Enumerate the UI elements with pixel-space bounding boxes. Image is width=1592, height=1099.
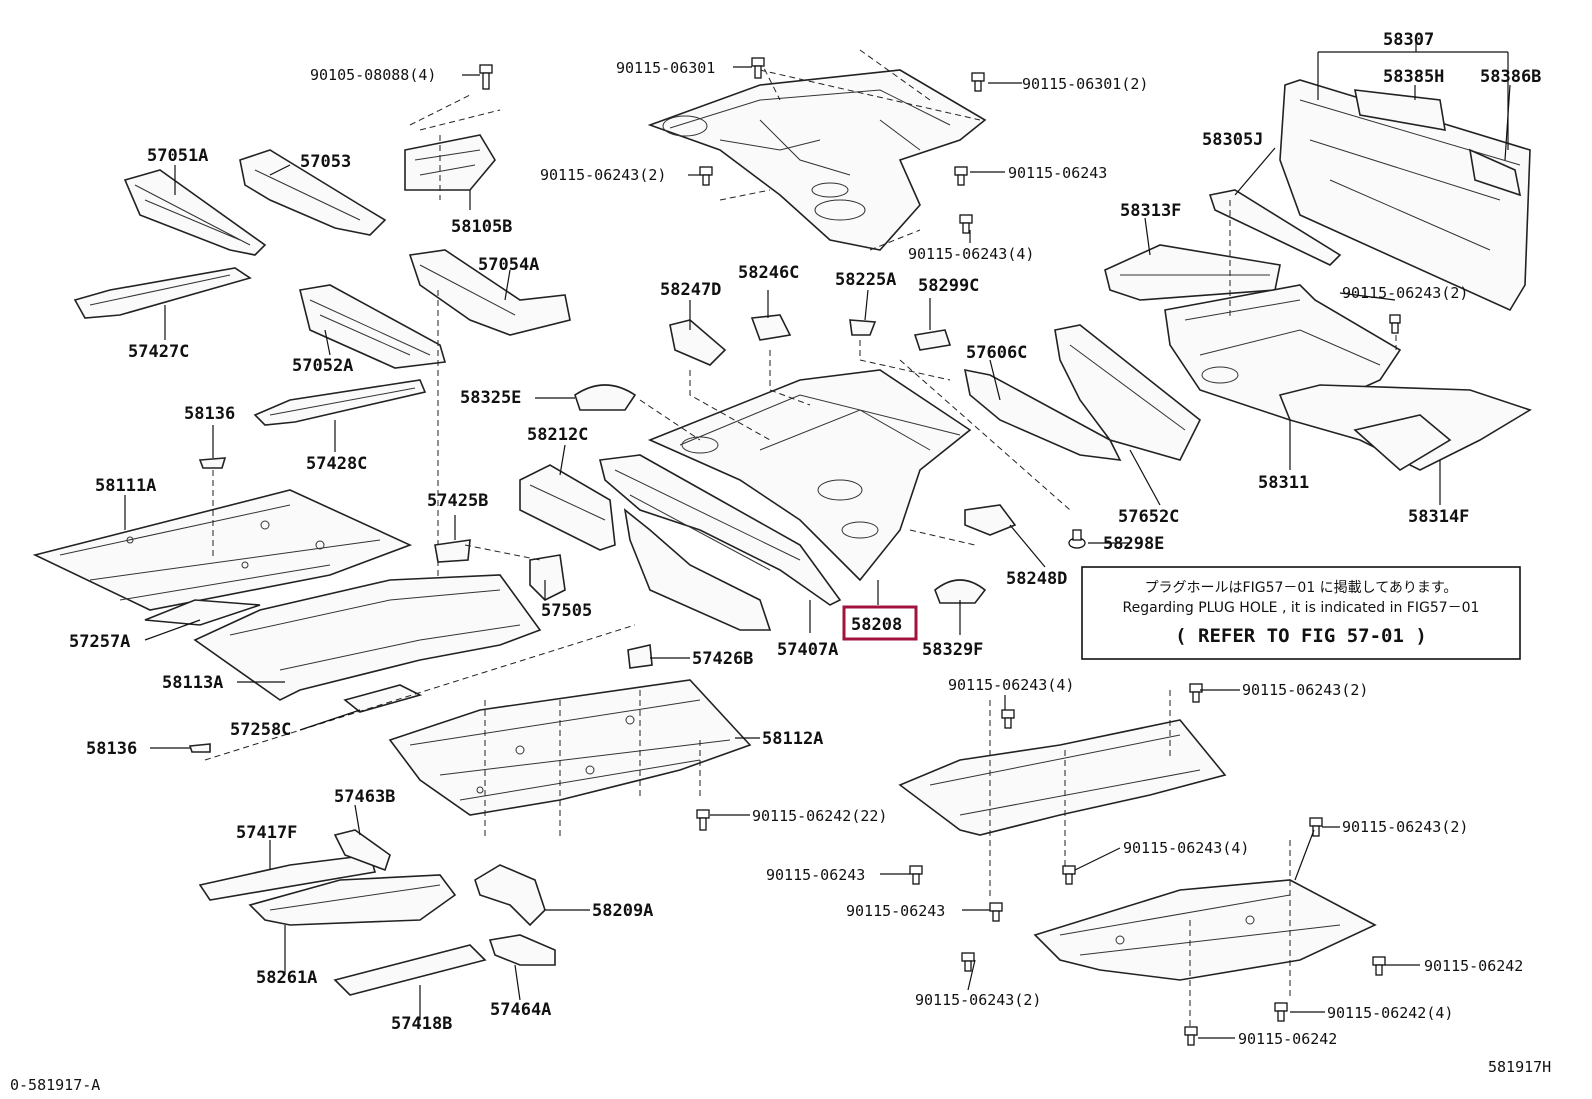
bolt-label[interactable]: 90115-06243	[846, 902, 945, 920]
bolt-icon	[1274, 1002, 1288, 1022]
bolt-label[interactable]: 90115-06243(2)	[1342, 284, 1468, 302]
bolt-label[interactable]: 90105-08088(4)	[310, 66, 436, 84]
part-label[interactable]: 57606C	[966, 343, 1027, 363]
part-label[interactable]: 57417F	[236, 823, 297, 843]
bolt-label[interactable]: 90115-06243(2)	[915, 991, 1041, 1009]
part-label[interactable]: 57257A	[69, 632, 130, 652]
part-label[interactable]: 58261A	[256, 968, 317, 988]
part-label[interactable]: 58299C	[918, 276, 979, 296]
bolt-icon	[1062, 865, 1076, 885]
part-label[interactable]: 57426B	[692, 649, 753, 669]
part-label[interactable]: 57052A	[292, 356, 353, 376]
bolt-icon	[1309, 817, 1323, 837]
bolt-label[interactable]: 90115-06243(2)	[1242, 681, 1368, 699]
part-label[interactable]: 57652C	[1118, 507, 1179, 527]
part-label[interactable]: 58225A	[835, 270, 896, 290]
part-label[interactable]: 57463B	[334, 787, 395, 807]
part-label[interactable]: 57505	[541, 601, 592, 621]
part-label[interactable]: 58325E	[460, 388, 521, 408]
note-reference: ( REFER TO FIG 57-01 )	[1175, 625, 1427, 647]
part-label[interactable]: 58136	[86, 739, 137, 759]
part-label[interactable]: 58105B	[451, 217, 512, 237]
part-label[interactable]: 58329F	[922, 640, 983, 660]
part-label[interactable]: 58111A	[95, 476, 156, 496]
part-label[interactable]: 57051A	[147, 146, 208, 166]
bolt-label[interactable]: 90115-06243(4)	[1123, 839, 1249, 857]
bolt-icon	[1389, 314, 1401, 334]
bolt-label[interactable]: 90115-06243(4)	[948, 676, 1074, 694]
part-label[interactable]: 58112A	[762, 729, 823, 749]
bolt-icon	[971, 72, 985, 92]
part-label[interactable]: 57427C	[128, 342, 189, 362]
plug-hole-note: プラグホールはFIG57－01 に掲載してあります。 Regarding PLU…	[1081, 566, 1521, 660]
part-label[interactable]: 58314F	[1408, 507, 1469, 527]
note-japanese: プラグホールはFIG57－01 に掲載してあります。	[1145, 580, 1458, 596]
bolt-icon	[954, 166, 968, 186]
bolt-label[interactable]: 90115-06301(2)	[1022, 75, 1148, 93]
bolt-icon	[1068, 529, 1086, 549]
bolt-label[interactable]: 90115-06243	[766, 866, 865, 884]
part-label[interactable]: 58212C	[527, 425, 588, 445]
part-label[interactable]: 57464A	[490, 1000, 551, 1020]
part-labels: 58307 58385H 58386B 58305J 58313F 90115-…	[69, 30, 1541, 1048]
part-label[interactable]: 57258C	[230, 720, 291, 740]
lower-right-parts-drawing	[898, 690, 1377, 1030]
bolt-icon	[959, 214, 973, 234]
part-label[interactable]: 58113A	[162, 673, 223, 693]
leader-lines	[124, 40, 1511, 1039]
bolt-label[interactable]: 90115-06301	[616, 59, 715, 77]
part-label[interactable]: 58305J	[1202, 130, 1263, 150]
part-label[interactable]: 58247D	[660, 280, 721, 300]
bolt-icon	[696, 809, 710, 831]
figure-code-right: 581917H	[1488, 1058, 1551, 1076]
upper-floor-pan-drawing	[647, 49, 987, 251]
part-label[interactable]: 57418B	[391, 1014, 452, 1034]
part-label-highlighted[interactable]: 58208	[851, 615, 902, 635]
part-label[interactable]: 58307	[1383, 30, 1434, 50]
bolt-label[interactable]: 90115-06243(2)	[540, 166, 666, 184]
bolt-icon	[961, 952, 975, 972]
part-label[interactable]: 57425B	[427, 491, 488, 511]
bolt-label[interactable]: 90115-06242(22)	[752, 807, 887, 825]
part-label[interactable]: 57407A	[777, 640, 838, 660]
bolt-label[interactable]: 90115-06243	[1008, 164, 1107, 182]
bolt-label[interactable]: 90115-06242	[1424, 957, 1523, 975]
bolt-label[interactable]: 90115-06243(2)	[1342, 818, 1468, 836]
highlight-box	[842, 605, 918, 641]
bolt-icon	[989, 902, 1003, 922]
part-label[interactable]: 58298E	[1103, 534, 1164, 554]
left-floor-parts-drawing	[32, 457, 636, 761]
part-label[interactable]: 58136	[184, 404, 235, 424]
bolt-icon	[1372, 956, 1386, 976]
part-label[interactable]: 57054A	[478, 255, 539, 275]
center-floor-parts-drawing	[519, 314, 1071, 631]
bolt-icon	[699, 166, 713, 186]
figure-code-left: 0-581917-A	[10, 1076, 100, 1094]
part-label[interactable]: 58313F	[1120, 201, 1181, 221]
part-label[interactable]: 58209A	[592, 901, 653, 921]
bolt-icon	[909, 865, 923, 885]
part-label[interactable]: 57428C	[306, 454, 367, 474]
bolt-icons	[479, 57, 1401, 1046]
bolt-label[interactable]: 90115-06242(4)	[1327, 1004, 1453, 1022]
part-label[interactable]: 58385H	[1383, 67, 1444, 87]
bolt-icon	[1001, 709, 1015, 729]
note-english: Regarding PLUG HOLE , it is indicated in…	[1123, 600, 1480, 616]
bolt-icon	[751, 57, 765, 79]
part-label[interactable]: 58386B	[1480, 67, 1541, 87]
bolt-label[interactable]: 90115-06243(4)	[908, 245, 1034, 263]
bolt-icon	[1189, 683, 1203, 703]
part-label[interactable]: 58246C	[738, 263, 799, 283]
lower-floor-parts-drawing	[198, 644, 752, 996]
bolt-label[interactable]: 90115-06242	[1238, 1030, 1337, 1048]
rear-panel-parts-drawing	[963, 79, 1532, 471]
part-label[interactable]: 58248D	[1006, 569, 1067, 589]
part-label[interactable]: 57053	[300, 152, 351, 172]
bolt-icon	[479, 64, 493, 90]
part-label[interactable]: 58311	[1258, 473, 1309, 493]
bolt-icon	[1184, 1026, 1198, 1046]
